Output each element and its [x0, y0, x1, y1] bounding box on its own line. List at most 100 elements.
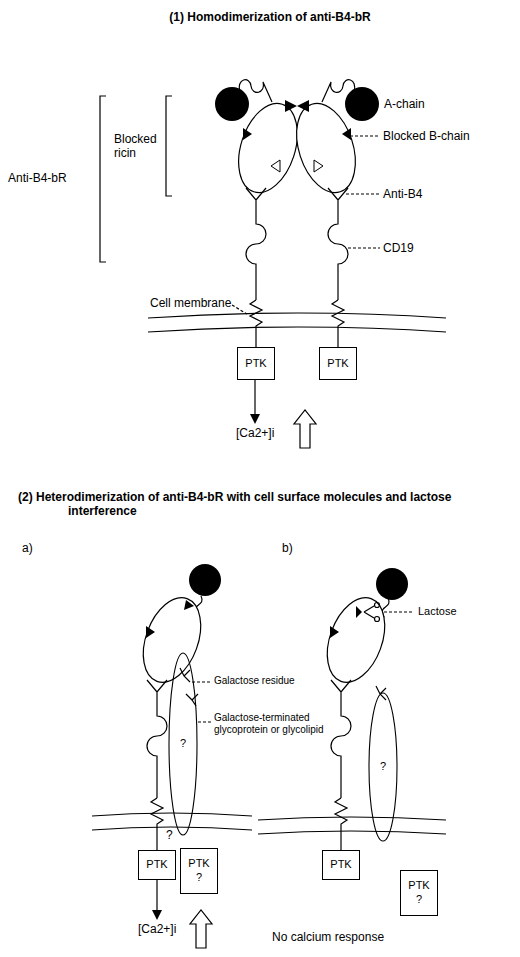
bracket	[100, 96, 106, 262]
node-text: PTK	[327, 357, 348, 371]
part-label: Anti-B4-bR	[8, 171, 94, 185]
panel-a-solids	[146, 564, 221, 920]
part-label: Anti-B4	[383, 187, 503, 201]
part-label: A-chain	[384, 97, 504, 111]
blocked-site	[184, 600, 194, 610]
kinase-box: PTK	[322, 850, 360, 880]
kinase-box: PTK	[319, 347, 357, 380]
leader-line	[348, 247, 380, 248]
node-texts: PTK	[323, 851, 359, 879]
antibody-symbol	[328, 188, 348, 216]
a-chain-circle	[345, 87, 379, 121]
node-text: PTK	[408, 879, 429, 893]
signal-arrow	[156, 880, 157, 914]
membrane-line	[148, 327, 446, 332]
open-site	[271, 160, 280, 172]
a-chain-circle	[189, 564, 221, 596]
glycoprotein-ellipse: ?	[368, 692, 398, 842]
node-texts: PTK?	[181, 849, 217, 893]
lactose-symbol	[375, 603, 380, 608]
node-text: PTK	[245, 357, 266, 371]
blocked-site	[330, 626, 339, 638]
antibody-symbol	[246, 188, 266, 216]
blocked-site	[297, 100, 309, 112]
arrow-head	[250, 414, 260, 424]
leader-line	[384, 611, 414, 612]
a-chain-circle	[215, 87, 249, 121]
part-label: CD19	[383, 241, 503, 255]
node-text: PTK	[188, 857, 209, 871]
ellipse-outline	[369, 693, 397, 841]
node-texts: PTK?	[401, 871, 437, 915]
part-one-solids	[215, 87, 379, 424]
kinase-box: PTK?	[400, 870, 438, 916]
lactose-symbol	[375, 617, 380, 622]
membrane-line	[258, 817, 446, 820]
cd19-symbol	[147, 708, 167, 798]
blocked-site	[146, 626, 155, 638]
antibody-symbol	[331, 680, 351, 708]
result-label: No calcium response	[272, 930, 472, 944]
part-label: Blocked B-chain	[383, 129, 513, 143]
blocked-site	[342, 128, 351, 140]
part-label: Lactose	[418, 605, 498, 618]
signal-label: [Ca2+]i	[236, 426, 306, 440]
node-text: ?	[180, 737, 186, 751]
arrow-head	[152, 910, 162, 920]
b-chain-shape	[133, 590, 212, 690]
node-texts: ?	[368, 692, 398, 842]
galactose-fork	[180, 668, 190, 682]
leader-line	[198, 721, 212, 722]
part-label: Cell membrane	[150, 296, 250, 310]
node-text: PTK	[146, 858, 167, 872]
part-label: Blocked ricin	[114, 132, 164, 161]
leader-lines	[384, 611, 414, 612]
increase-arrow	[190, 910, 212, 948]
part-label: Galactose residue	[214, 675, 334, 687]
node-texts: PTK	[139, 851, 175, 879]
panel-label: a)	[22, 541, 52, 555]
node-text: PTK	[330, 858, 351, 872]
cd19-symbol	[328, 216, 348, 300]
transmembrane-zigzag	[332, 300, 344, 347]
membrane-line	[258, 831, 446, 834]
a-chain-circle	[376, 568, 408, 600]
transmembrane-zigzag	[250, 300, 262, 347]
node-text: ?	[380, 760, 386, 774]
signal-arrow	[254, 380, 255, 418]
transmembrane-zigzag	[151, 798, 163, 850]
node-text: ?	[196, 871, 202, 885]
blocked-site	[243, 128, 252, 140]
increase-arrow	[294, 410, 316, 448]
blocked-site	[285, 100, 297, 112]
galactose-fork	[186, 694, 198, 706]
panel-label: b)	[282, 541, 312, 555]
node-text: ?	[416, 893, 422, 907]
kinase-box: PTK?	[180, 848, 218, 894]
leader-line	[350, 135, 380, 136]
glycoprotein-ellipse: ?	[168, 652, 198, 836]
b-chain-shape	[317, 590, 396, 690]
transmembrane-zigzag	[335, 798, 347, 850]
lactose-symbol	[364, 606, 374, 618]
section-title: (1) Homodimerization of anti-B4-bR	[20, 10, 520, 24]
leader-line	[346, 193, 380, 194]
kinase-box: PTK	[237, 347, 275, 380]
open-site	[314, 160, 323, 172]
cd19-symbol	[331, 708, 351, 798]
cd19-symbol	[246, 216, 266, 300]
ellipse-outline	[169, 653, 197, 835]
leader-line	[232, 305, 247, 314]
node-texts: ?	[168, 652, 198, 836]
leader-lines	[232, 136, 380, 314]
blocked-site	[356, 606, 362, 618]
membrane-line	[92, 813, 252, 816]
bracket	[166, 96, 172, 196]
panel-b-solids	[330, 568, 408, 638]
kinase-box: PTK	[138, 850, 176, 880]
panel-a-drawing	[92, 590, 252, 948]
open-sites	[271, 160, 323, 172]
node-texts: PTK	[320, 348, 356, 379]
